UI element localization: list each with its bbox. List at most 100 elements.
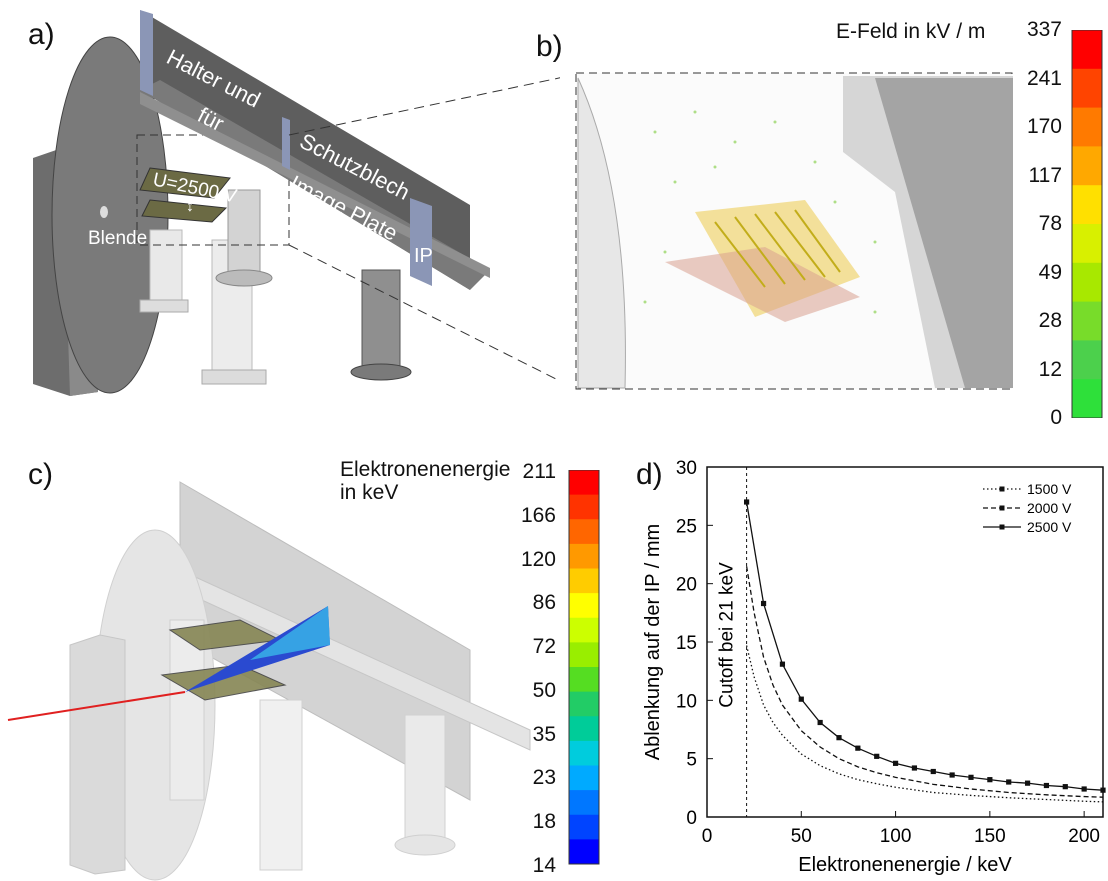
data-point <box>1062 784 1068 790</box>
panel-c-trajectory-render <box>7 481 531 881</box>
colorbar-tick-label: 0 <box>1050 406 1062 429</box>
data-point <box>1100 787 1106 793</box>
legend-label: 2500 V <box>1027 519 1072 535</box>
colorbar-segment <box>1072 301 1102 341</box>
ip-label: IP <box>414 245 433 267</box>
panel-a-render: Halter und für Schutzblech Image Plate I… <box>33 10 560 396</box>
colorbar-tick-label: 170 <box>1026 115 1062 138</box>
electron-fan <box>185 606 330 692</box>
data-point <box>987 777 993 783</box>
energy-colorbar-title-1: Elektronenenergie <box>340 458 511 481</box>
x-tick-label: 50 <box>791 826 812 847</box>
data-point <box>911 765 918 771</box>
panel-b-field-render <box>575 72 1013 390</box>
colorbar-tick-label: 117 <box>1028 163 1062 187</box>
data-point <box>1081 786 1087 792</box>
colorbar-tick-label: 50 <box>532 678 556 702</box>
electron-beam <box>7 691 186 721</box>
colorbar-segment <box>569 765 599 791</box>
efield-colorbar-title: E-Feld in kV / m <box>836 20 986 43</box>
colorbar-segment <box>1072 379 1102 418</box>
series-line <box>745 645 1104 803</box>
colorbar-segment <box>569 716 599 742</box>
aperture-label: Blende <box>88 228 147 249</box>
colorbar-tick-label: 18 <box>532 810 556 834</box>
cutoff-label: Cutoff bei 21 keV <box>717 562 738 708</box>
data-point <box>892 760 899 766</box>
x-tick-label: 100 <box>880 826 912 847</box>
colorbar-segment <box>1072 185 1102 225</box>
colorbar-segment <box>569 519 599 545</box>
data-point <box>855 745 861 751</box>
panel-b-label: b) <box>536 30 563 63</box>
colorbar-tick-label: 166 <box>520 503 556 527</box>
colorbar-segment <box>569 839 599 865</box>
data-point <box>949 772 955 778</box>
colorbar-segment <box>569 593 599 619</box>
data-point <box>817 719 823 726</box>
colorbar-tick-label: 241 <box>1026 66 1062 90</box>
legend-label: 2000 V <box>1027 500 1072 516</box>
y-tick-label: 5 <box>686 750 697 771</box>
y-tick-label: 20 <box>676 575 697 596</box>
colorbar-tick-label: 35 <box>532 722 556 746</box>
colorbar-tick-label: 28 <box>1038 309 1062 332</box>
colorbar-segment <box>1072 146 1102 186</box>
colorbar-segment <box>569 543 599 569</box>
colorbar-segment <box>569 642 599 668</box>
colorbar-segment <box>1072 224 1102 264</box>
colorbar-tick-label: 72 <box>532 635 556 659</box>
data-point <box>1043 782 1050 789</box>
colorbar-tick-label: 14 <box>532 854 556 877</box>
energy-colorbar-title-2: in keV <box>340 481 399 504</box>
colorbar-tick-label: 337 <box>1026 18 1062 41</box>
legend-marker <box>999 524 1005 530</box>
legend-marker <box>999 505 1005 511</box>
colorbar-segment <box>1072 340 1102 380</box>
colorbar-segment <box>1072 262 1102 303</box>
data-point <box>1006 779 1012 785</box>
colorbar-segment <box>1072 107 1102 147</box>
data-point <box>760 600 767 607</box>
y-tick-label: 15 <box>676 633 697 654</box>
series-line <box>745 501 1104 791</box>
panel-a-label: a) <box>28 18 55 51</box>
colorbar-tick-label: 120 <box>520 547 556 571</box>
data-point <box>836 735 842 741</box>
colorbar-tick-label: 78 <box>1038 212 1062 235</box>
x-tick-label: 0 <box>702 826 713 847</box>
colorbar-tick-label: 86 <box>532 591 556 615</box>
data-point <box>744 499 750 505</box>
colorbar-tick-label: 12 <box>1038 357 1062 381</box>
colorbar-segment <box>569 814 599 840</box>
colorbar-segment <box>569 667 599 693</box>
data-point <box>1024 780 1031 786</box>
y-tick-label: 25 <box>676 516 697 537</box>
y-axis-label: Ablenkung auf der IP / mm <box>642 524 664 760</box>
x-tick-label: 150 <box>974 826 1006 847</box>
colorbar-segment <box>569 617 599 643</box>
y-tick-label: 10 <box>676 691 697 712</box>
colorbar-segment <box>569 470 599 496</box>
y-tick-label: 30 <box>676 458 697 479</box>
double-arrow-icon: ↕ <box>186 198 194 215</box>
efield-colorbar <box>1071 30 1103 418</box>
colorbar-tick-label: 49 <box>1038 260 1062 284</box>
series-line <box>745 566 1104 798</box>
data-point <box>968 774 974 780</box>
data-point <box>798 696 804 702</box>
panel-c-label: c) <box>28 458 53 491</box>
colorbar-segment <box>1072 30 1102 70</box>
colorbar-segment <box>569 691 599 717</box>
colorbar-segment <box>569 740 599 766</box>
colorbar-tick-label: 23 <box>532 766 556 790</box>
colorbar-tick-label: 211 <box>522 460 556 483</box>
legend-marker <box>999 486 1005 492</box>
data-point <box>779 661 786 667</box>
colorbar-segment <box>569 568 599 594</box>
x-axis-label: Elektronenenergie / keV <box>798 854 1012 876</box>
panel-d-label: d) <box>636 458 663 491</box>
colorbar-segment <box>569 494 599 520</box>
colorbar-segment <box>569 790 599 816</box>
